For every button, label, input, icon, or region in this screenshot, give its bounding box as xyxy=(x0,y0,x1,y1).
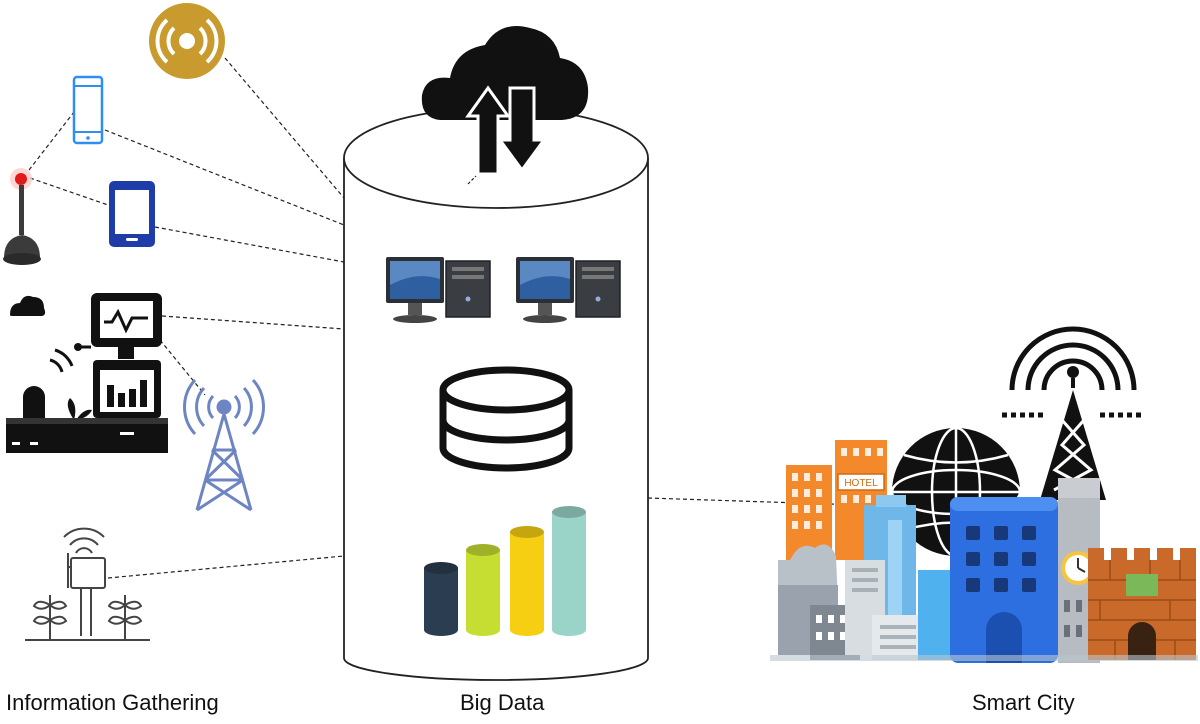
computer-icon xyxy=(386,257,491,323)
sensor-beacon-icon xyxy=(3,168,41,265)
connector-phone-beacon xyxy=(28,111,75,171)
rfid-icon xyxy=(149,3,225,79)
cloud-sync-icon xyxy=(421,26,589,185)
radio-tower-icon xyxy=(183,378,265,512)
chart-bar xyxy=(552,506,586,636)
connector-phone xyxy=(104,129,345,226)
chart-bar xyxy=(424,562,458,636)
connector-rfid xyxy=(224,57,345,199)
broadcast-tower-icon xyxy=(1002,326,1142,500)
smart-farm-monitor-icon xyxy=(6,293,168,453)
computer-icon xyxy=(516,257,621,323)
connector-beacon-tablet xyxy=(29,177,109,206)
city-skyline-icon: HOTEL xyxy=(770,326,1198,663)
bar-chart-icon xyxy=(424,506,586,636)
tablet-icon xyxy=(109,181,155,247)
chart-bar xyxy=(466,544,500,636)
connector-monitor xyxy=(161,315,345,330)
chart-bar xyxy=(510,526,544,636)
big-data-label: Big Data xyxy=(460,690,545,715)
hotel-sign: HOTEL xyxy=(844,478,878,489)
soil-sensor-icon xyxy=(25,527,150,641)
smart-city-label: Smart City xyxy=(972,690,1075,715)
connector-soil-sensor xyxy=(107,555,345,579)
connector-monitor-tower xyxy=(159,339,206,396)
smartphone-icon xyxy=(72,75,104,145)
database-icon xyxy=(439,366,573,472)
information-gathering-label: Information Gathering xyxy=(6,690,219,715)
connector-tablet xyxy=(154,226,345,263)
